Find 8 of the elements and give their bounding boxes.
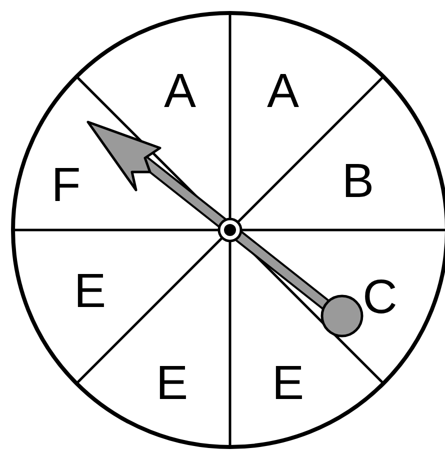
sector-letter: F	[51, 162, 81, 210]
sector-letter: C	[362, 274, 398, 322]
sector-letter: E	[74, 268, 106, 316]
sector-letter: A	[267, 68, 299, 116]
sector-letter: E	[156, 360, 188, 408]
sector-letter: A	[164, 68, 196, 116]
sector-letter: B	[342, 158, 374, 206]
sector-letter: E	[272, 360, 304, 408]
